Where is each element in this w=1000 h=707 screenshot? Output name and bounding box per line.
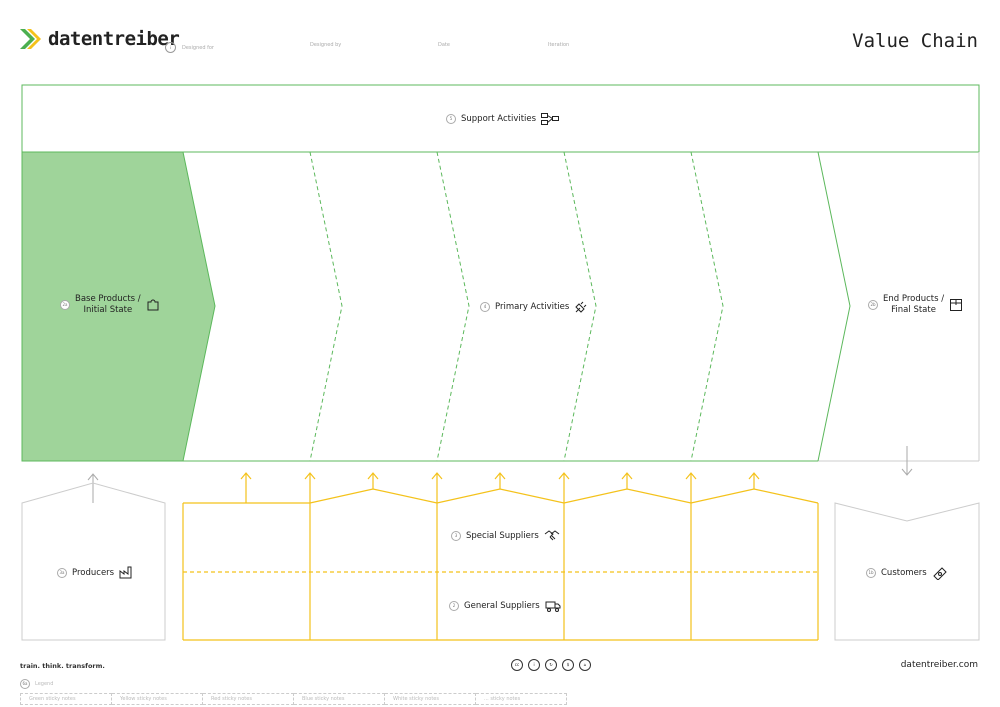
supplier-arrows [240,472,760,640]
activity-dividers [309,151,724,462]
producers-label: 3a Producers [57,566,134,579]
share-icon: ⌂ [579,659,591,671]
legend-item: Blue sticky notes [294,693,385,705]
meta-iteration: Iteration [548,42,570,48]
puzzle-icon [147,299,159,311]
primary-activities-end [817,151,851,462]
meta-date: Date [438,42,450,48]
customers-label: 1b Customers [866,566,948,580]
base-products-label: 2a Base Products / Initial State [60,294,160,316]
legend-item: White sticky notes [385,693,476,705]
legend-title: 6a Legend [20,679,53,689]
meta-designed-for: i Designed for [165,42,214,53]
customers-arrow [901,446,913,476]
cc-icon: cc [511,659,523,671]
money-icon [933,567,947,580]
license-icons: cc i ↻ $ ⌂ [511,659,591,671]
handshake-icon [544,530,560,541]
producers-shape[interactable] [21,482,166,641]
end-products-label: 2b End Products / Final State [868,294,963,316]
suppliers-shape[interactable] [182,488,819,641]
legend-item: ... sticky notes [476,693,567,705]
logo-icon [20,29,41,49]
general-suppliers-label: 2 General Suppliers [449,600,561,612]
legend-item: Red sticky notes [203,693,294,705]
brand-logo: datentreiber [20,28,180,50]
factory-icon [119,566,132,579]
box-icon [950,299,963,311]
nc-icon: $ [562,659,574,671]
tagline: train. think. transform. [20,662,105,670]
flowchart-icon [541,113,560,125]
brand-name: datentreiber [48,28,180,50]
meta-icon: i [165,42,176,53]
special-suppliers-label: 3 Special Suppliers [451,530,560,542]
legend-row: Green sticky notes Yellow sticky notes R… [20,693,567,705]
meta-designed-by: Designed by [310,42,342,48]
website-link[interactable]: datentreiber.com [900,660,978,670]
plug-icon [575,301,587,313]
legend-item: Green sticky notes [20,693,112,705]
primary-activities-label: 4 Primary Activities [480,300,588,314]
sa-icon: ↻ [545,659,557,671]
producers-arrow [87,473,99,503]
page-title: Value Chain [852,30,978,52]
truck-icon [545,601,561,612]
base-products-shape[interactable] [21,151,216,462]
legend-item: Yellow sticky notes [112,693,203,705]
support-activities-label: 5 Support Activities [446,113,560,125]
customers-shape[interactable] [834,502,980,641]
by-icon: i [528,659,540,671]
